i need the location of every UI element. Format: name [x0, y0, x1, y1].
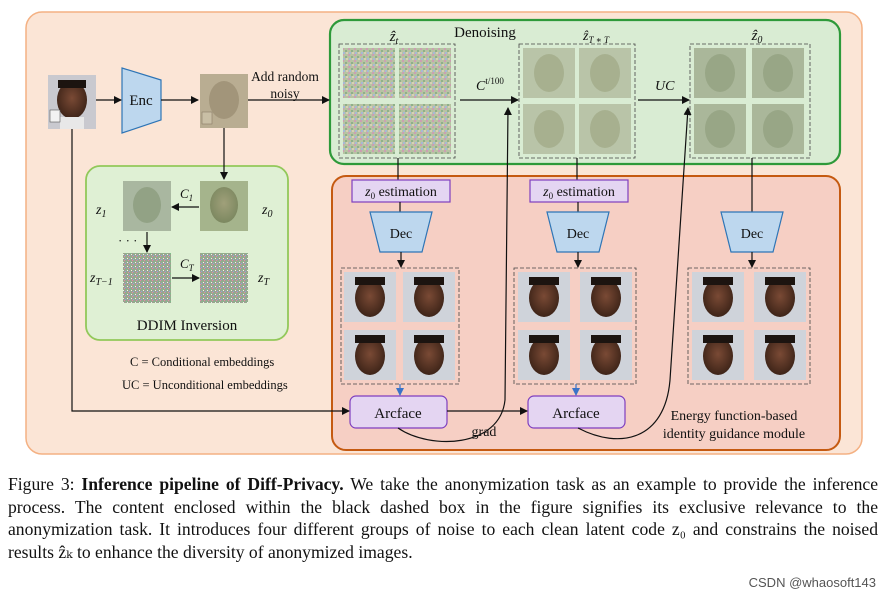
ddim-inversion-title: DDIM Inversion: [137, 318, 238, 334]
latent-z0-image: [200, 74, 248, 128]
z0-estimation-box-2: [529, 179, 629, 203]
add-noise-label-line1: Add random: [251, 69, 319, 84]
decoder-block-1: [369, 211, 433, 253]
pipeline-diagram: Denoising Energy function-based identity…: [25, 11, 863, 455]
decoded-faces-group-3: [687, 267, 811, 385]
energy-module-title-line1: Energy function-based: [671, 409, 798, 424]
input-face-image: [48, 75, 96, 129]
zhat-tT-label: ẑT ∗ T: [582, 29, 610, 45]
grad-curve-2: [577, 107, 692, 440]
decoded-faces-group-2: [513, 267, 637, 385]
decoder-label-2: Dec: [567, 227, 590, 242]
decoded-faces-group-1: [340, 267, 460, 385]
noise-group-0: [689, 43, 811, 159]
encoder-label: Enc: [129, 93, 153, 109]
c-t100-label: Ct/100: [476, 76, 504, 94]
z0-estimation-box-1: [351, 179, 451, 203]
arcface-label-1: Arcface: [374, 406, 422, 422]
caption-title: Inference pipeline of Diff-Privacy.: [81, 474, 344, 494]
decoder-block-3: [720, 211, 784, 253]
caption-prefix: Figure 3:: [8, 474, 82, 494]
zhat-0-label: ẑ0: [751, 28, 763, 46]
zt1-label: zT−1: [89, 271, 113, 288]
ddim-dots: · · ·: [118, 233, 138, 248]
z0-estimation-label-2: z0 estimation: [542, 185, 615, 201]
ct-label: CT: [180, 256, 195, 273]
ddim-image-zt: [200, 253, 248, 303]
ddim-image-z1: [123, 181, 171, 231]
csdn-watermark: CSDN @whaosoft143: [748, 575, 876, 590]
caption-body: We take the anonymization task as an exa…: [8, 474, 878, 562]
z0-estimation-label-1: z0 estimation: [364, 185, 437, 201]
decoder-label-1: Dec: [390, 227, 413, 242]
ddim-image-zt1: [123, 253, 171, 303]
grad-label: grad: [472, 425, 497, 440]
ddim-image-z0: [200, 181, 248, 231]
zhat-t-label: ẑt: [389, 29, 399, 47]
grad-curve-1: [397, 107, 512, 443]
zt-label: zT: [257, 271, 270, 288]
z0-label: z0: [261, 203, 272, 220]
arrow-input-arcface: [71, 129, 350, 415]
arcface-box-2: [527, 395, 626, 429]
arcface-label-2: Arcface: [552, 406, 600, 422]
decoder-label-3: Dec: [741, 227, 764, 242]
legend-conditional: C = Conditional embeddings: [130, 355, 274, 369]
figure-caption: Figure 3: Inference pipeline of Diff-Pri…: [8, 473, 878, 563]
z1-label: z1: [95, 203, 106, 220]
add-noise-label-line2: noisy: [270, 86, 300, 101]
c1-label: C1: [180, 186, 193, 203]
noise-group-t: [338, 43, 456, 159]
encoder-block: [121, 67, 162, 134]
noise-group-tT: [518, 43, 636, 159]
decoder-block-2: [546, 211, 610, 253]
energy-module-title-line2: identity guidance module: [663, 427, 805, 442]
legend-unconditional: UC = Unconditional embeddings: [122, 378, 288, 392]
denoising-title: Denoising: [454, 25, 516, 41]
uc-label: UC: [655, 79, 675, 94]
